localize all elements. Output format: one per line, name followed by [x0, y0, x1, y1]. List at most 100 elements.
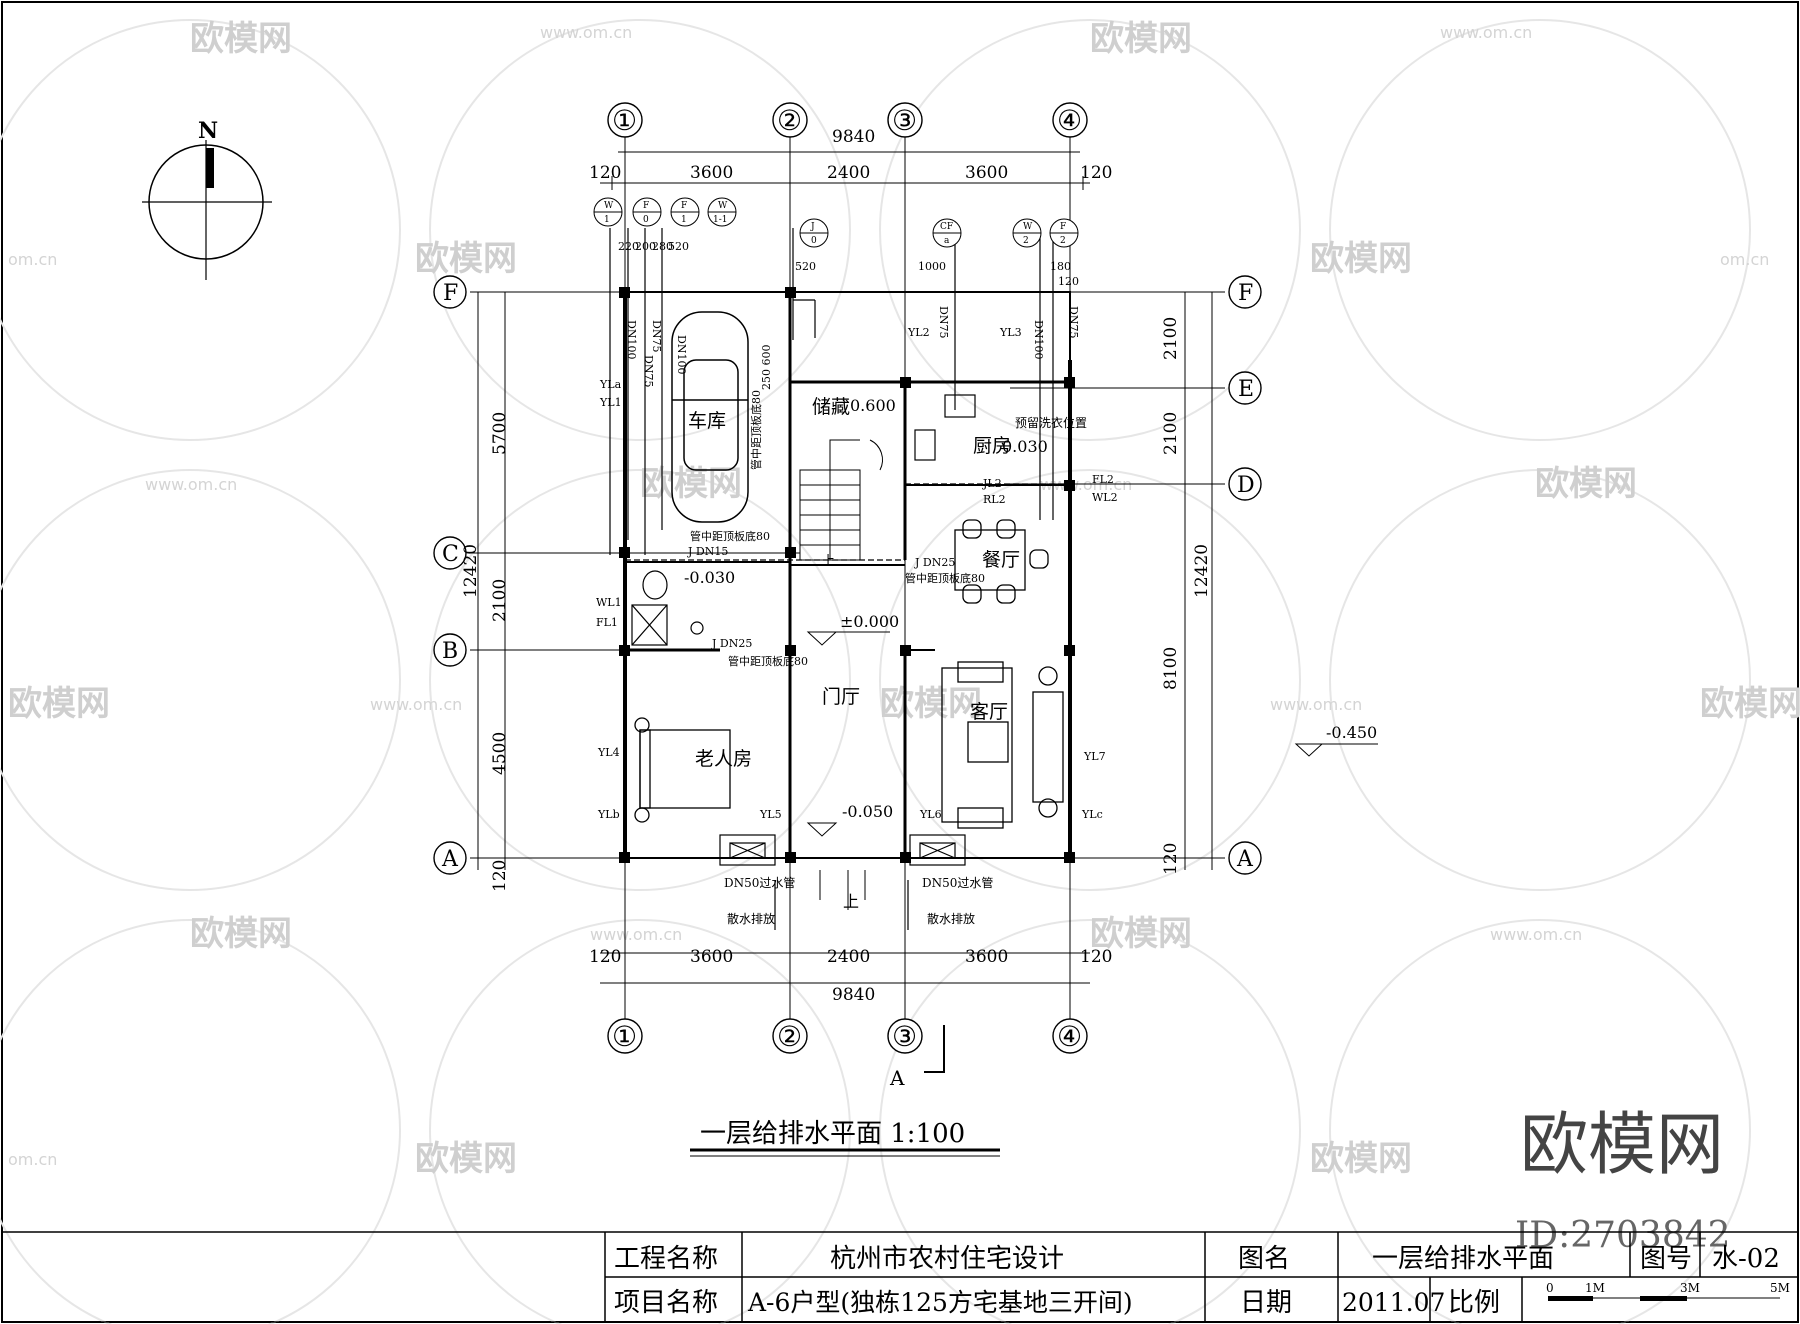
svg-text:-0.030: -0.030 — [684, 568, 735, 587]
svg-text:管中距顶板底80: 管中距顶板底80 — [690, 529, 770, 543]
svg-text:9840: 9840 — [832, 985, 875, 1005]
grid-col-3-bottom: ③ — [887, 1018, 923, 1054]
watermark-text: 欧模网 www.om.cn 欧模网 www.om.cn 欧模网 欧模网 om.c… — [8, 19, 1800, 1179]
svg-text:120: 120 — [1161, 843, 1181, 875]
north-arrow: N — [142, 118, 272, 280]
svg-text:120: 120 — [589, 947, 621, 967]
svg-text:1M: 1M — [1585, 1281, 1605, 1295]
svg-text:YLa: YLa — [599, 378, 622, 391]
elder-bed — [634, 717, 731, 823]
svg-text:F: F — [643, 201, 649, 211]
pipe-bubbles: W1 F0 F1 W1-1 J0 CFa W2 F2 — [593, 197, 1079, 248]
grid-row-bubbles: F C B A F E D A — [433, 275, 1262, 875]
svg-text:A-6户型(独栋125方宅基地三开间): A-6户型(独栋125方宅基地三开间) — [747, 1288, 1133, 1317]
svg-text:±0.000: ±0.000 — [840, 612, 899, 631]
svg-text:3600: 3600 — [965, 163, 1008, 183]
grid-col-2-top: ② — [772, 102, 808, 138]
svg-text:120: 120 — [589, 163, 621, 183]
pipe-lines — [609, 228, 1070, 561]
misc-labels: DN50过水管 DN50过水管 散水排放 散水排放 上 上 — [724, 554, 993, 926]
svg-text:①: ① — [612, 1020, 637, 1053]
level-outside: -0.450 — [1294, 723, 1378, 757]
svg-text:2100: 2100 — [1161, 412, 1181, 455]
svg-text:③: ③ — [892, 1020, 917, 1053]
svg-text:CF: CF — [940, 222, 953, 232]
svg-text:ID:2703842: ID:2703842 — [1515, 1215, 1731, 1256]
svg-text:WL2: WL2 — [1092, 491, 1118, 504]
svg-text:杭州市农村住宅设计: 杭州市农村住宅设计 — [830, 1244, 1064, 1274]
svg-text:④: ④ — [1057, 104, 1082, 137]
living-furniture — [941, 661, 1064, 829]
svg-text:DN100: DN100 — [675, 335, 688, 374]
svg-text:DN75: DN75 — [642, 355, 655, 387]
grid-col-4-bottom: ④ — [1052, 1018, 1088, 1054]
room-garage: 车库 — [688, 410, 726, 432]
svg-text:F: F — [1060, 222, 1066, 232]
scale-bar: 0 1M 3M 5M — [1546, 1281, 1790, 1301]
svg-text:2400: 2400 — [827, 163, 870, 183]
svg-text:www.om.cn: www.om.cn — [590, 925, 682, 944]
dimension-text: 9840 120 3600 2400 3600 120 120 3600 240… — [461, 127, 1212, 1005]
svg-text:W: W — [604, 201, 614, 211]
svg-text:FL2: FL2 — [1092, 473, 1114, 486]
svg-text:YL4: YL4 — [597, 746, 620, 759]
svg-text:②: ② — [777, 104, 802, 137]
grid-col-1-top: ① — [607, 102, 643, 138]
grid-col-2-bottom: ② — [772, 1018, 808, 1054]
svg-text:3600: 3600 — [965, 947, 1008, 967]
svg-text:F: F — [443, 281, 458, 306]
svg-text:E: E — [1238, 377, 1254, 402]
grid-row-A-left: A — [433, 841, 467, 875]
svg-text:①: ① — [612, 104, 637, 137]
svg-text:一层给排水平面: 一层给排水平面 — [1372, 1244, 1554, 1274]
svg-text:欧模网: 欧模网 — [1535, 464, 1637, 504]
svg-text:2100: 2100 — [1161, 317, 1181, 360]
svg-text:www.om.cn: www.om.cn — [540, 23, 632, 42]
svg-text:3600: 3600 — [690, 947, 733, 967]
grid-row-F-right: F — [1228, 275, 1262, 309]
svg-text:www.om.cn: www.om.cn — [1490, 925, 1582, 944]
svg-text:2: 2 — [1060, 236, 1066, 246]
svg-text:1-1: 1-1 — [713, 215, 728, 225]
walls — [623, 291, 1072, 859]
svg-text:5700: 5700 — [490, 412, 510, 455]
svg-text:520: 520 — [795, 260, 816, 273]
svg-text:DN50过水管: DN50过水管 — [922, 875, 993, 890]
svg-text:上: 上 — [822, 554, 835, 569]
svg-text:RL2: RL2 — [983, 493, 1006, 506]
svg-text:a: a — [944, 236, 950, 246]
brand-watermark: 欧模网 ID:2703842 — [1515, 1106, 1731, 1256]
grid-row-F-left: F — [433, 275, 467, 309]
room-living: 客厅 — [970, 701, 1008, 723]
svg-text:DN75: DN75 — [1067, 306, 1080, 338]
svg-text:欧模网: 欧模网 — [1090, 19, 1192, 59]
grid-row-D-right: D — [1228, 467, 1262, 501]
svg-text:A: A — [1236, 847, 1254, 872]
svg-text:om.cn: om.cn — [8, 1150, 57, 1169]
svg-text:0: 0 — [811, 236, 817, 246]
pipe-bubble-f0: F0 — [632, 197, 662, 227]
svg-text:YL7: YL7 — [1083, 750, 1106, 763]
svg-text:0: 0 — [643, 215, 649, 225]
svg-text:om.cn: om.cn — [8, 250, 57, 269]
svg-text:12420: 12420 — [1192, 544, 1212, 598]
room-storage: 储藏 — [812, 396, 850, 418]
svg-text:WL1: WL1 — [596, 596, 622, 609]
svg-text:120: 120 — [1080, 947, 1112, 967]
svg-text:-0.450: -0.450 — [1326, 723, 1377, 742]
svg-text:日期: 日期 — [1240, 1288, 1292, 1318]
svg-text:0.030: 0.030 — [1002, 437, 1048, 456]
svg-text:2400: 2400 — [827, 947, 870, 967]
svg-text:F: F — [1238, 281, 1253, 306]
grid-row-B-left: B — [433, 633, 467, 667]
svg-text:FL1: FL1 — [596, 616, 618, 629]
room-foyer: 门厅 — [822, 686, 860, 708]
svg-text:欧模网: 欧模网 — [190, 914, 292, 954]
svg-text:C: C — [442, 542, 459, 567]
svg-text:DN100: DN100 — [1032, 320, 1045, 359]
level-entry: -0.050 — [806, 802, 893, 837]
svg-text:欧模网: 欧模网 — [190, 19, 292, 59]
svg-text:2: 2 — [1023, 236, 1029, 246]
svg-text:280: 280 — [652, 240, 673, 253]
